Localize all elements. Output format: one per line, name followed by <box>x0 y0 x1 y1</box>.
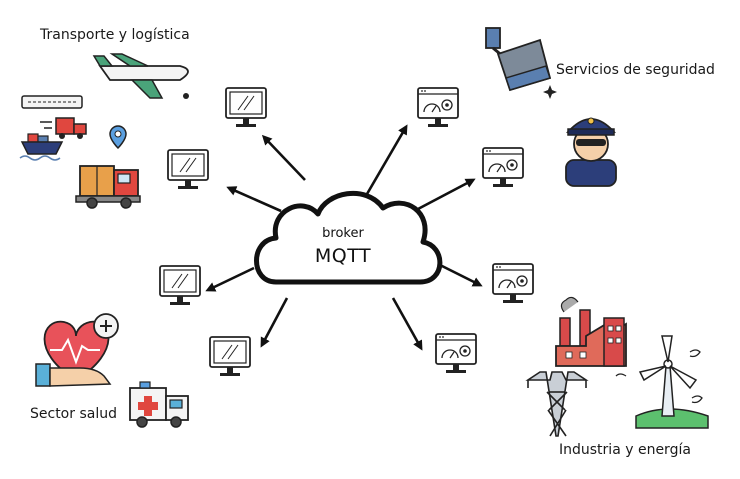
sector-label-security: Servicios de seguridad <box>556 62 715 78</box>
wind-turbine-icon <box>615 335 709 429</box>
broker-protocol-label: MQTT <box>314 245 372 267</box>
arrow-to-client-7 <box>439 263 483 287</box>
dashboard-monitor-icon <box>492 263 534 304</box>
arrow-to-client-1 <box>261 134 306 181</box>
monitor-icon <box>225 87 267 128</box>
monitor-icon <box>159 265 201 306</box>
sector-label-health: Sector salud <box>30 406 117 422</box>
sector-label-transport: Transporte y logística <box>40 27 190 43</box>
dashboard-monitor-icon <box>435 333 477 374</box>
ambulance-icon <box>129 381 189 428</box>
factory-icon <box>555 296 627 367</box>
monitor-icon <box>209 336 251 377</box>
dashboard-monitor-icon <box>417 87 459 128</box>
arrow-to-client-4 <box>260 297 289 348</box>
cargo-ship-icon <box>19 133 64 161</box>
monitor-icon <box>167 149 209 190</box>
arrow-to-client-6 <box>417 178 476 211</box>
sector-label-industry: Industria y energía <box>559 442 691 458</box>
power-tower-icon <box>525 371 589 437</box>
arrow-to-client-3 <box>205 266 255 292</box>
train-icon <box>21 95 83 109</box>
dashboard-monitor-icon <box>482 147 524 188</box>
location-truck-icon <box>75 125 141 209</box>
police-officer-icon <box>565 117 617 187</box>
broker-cloud-icon <box>254 190 443 285</box>
broker-label: broker <box>322 226 364 241</box>
arrow-to-client-2 <box>226 186 282 213</box>
airplane-icon <box>92 53 189 99</box>
delivery-truck-icon <box>40 117 87 139</box>
arrow-to-client-8 <box>391 297 423 351</box>
security-camera-icon <box>485 27 557 99</box>
arrow-to-client-5 <box>365 124 408 195</box>
arrows <box>205 124 483 351</box>
heart-hand-icon <box>35 313 119 387</box>
